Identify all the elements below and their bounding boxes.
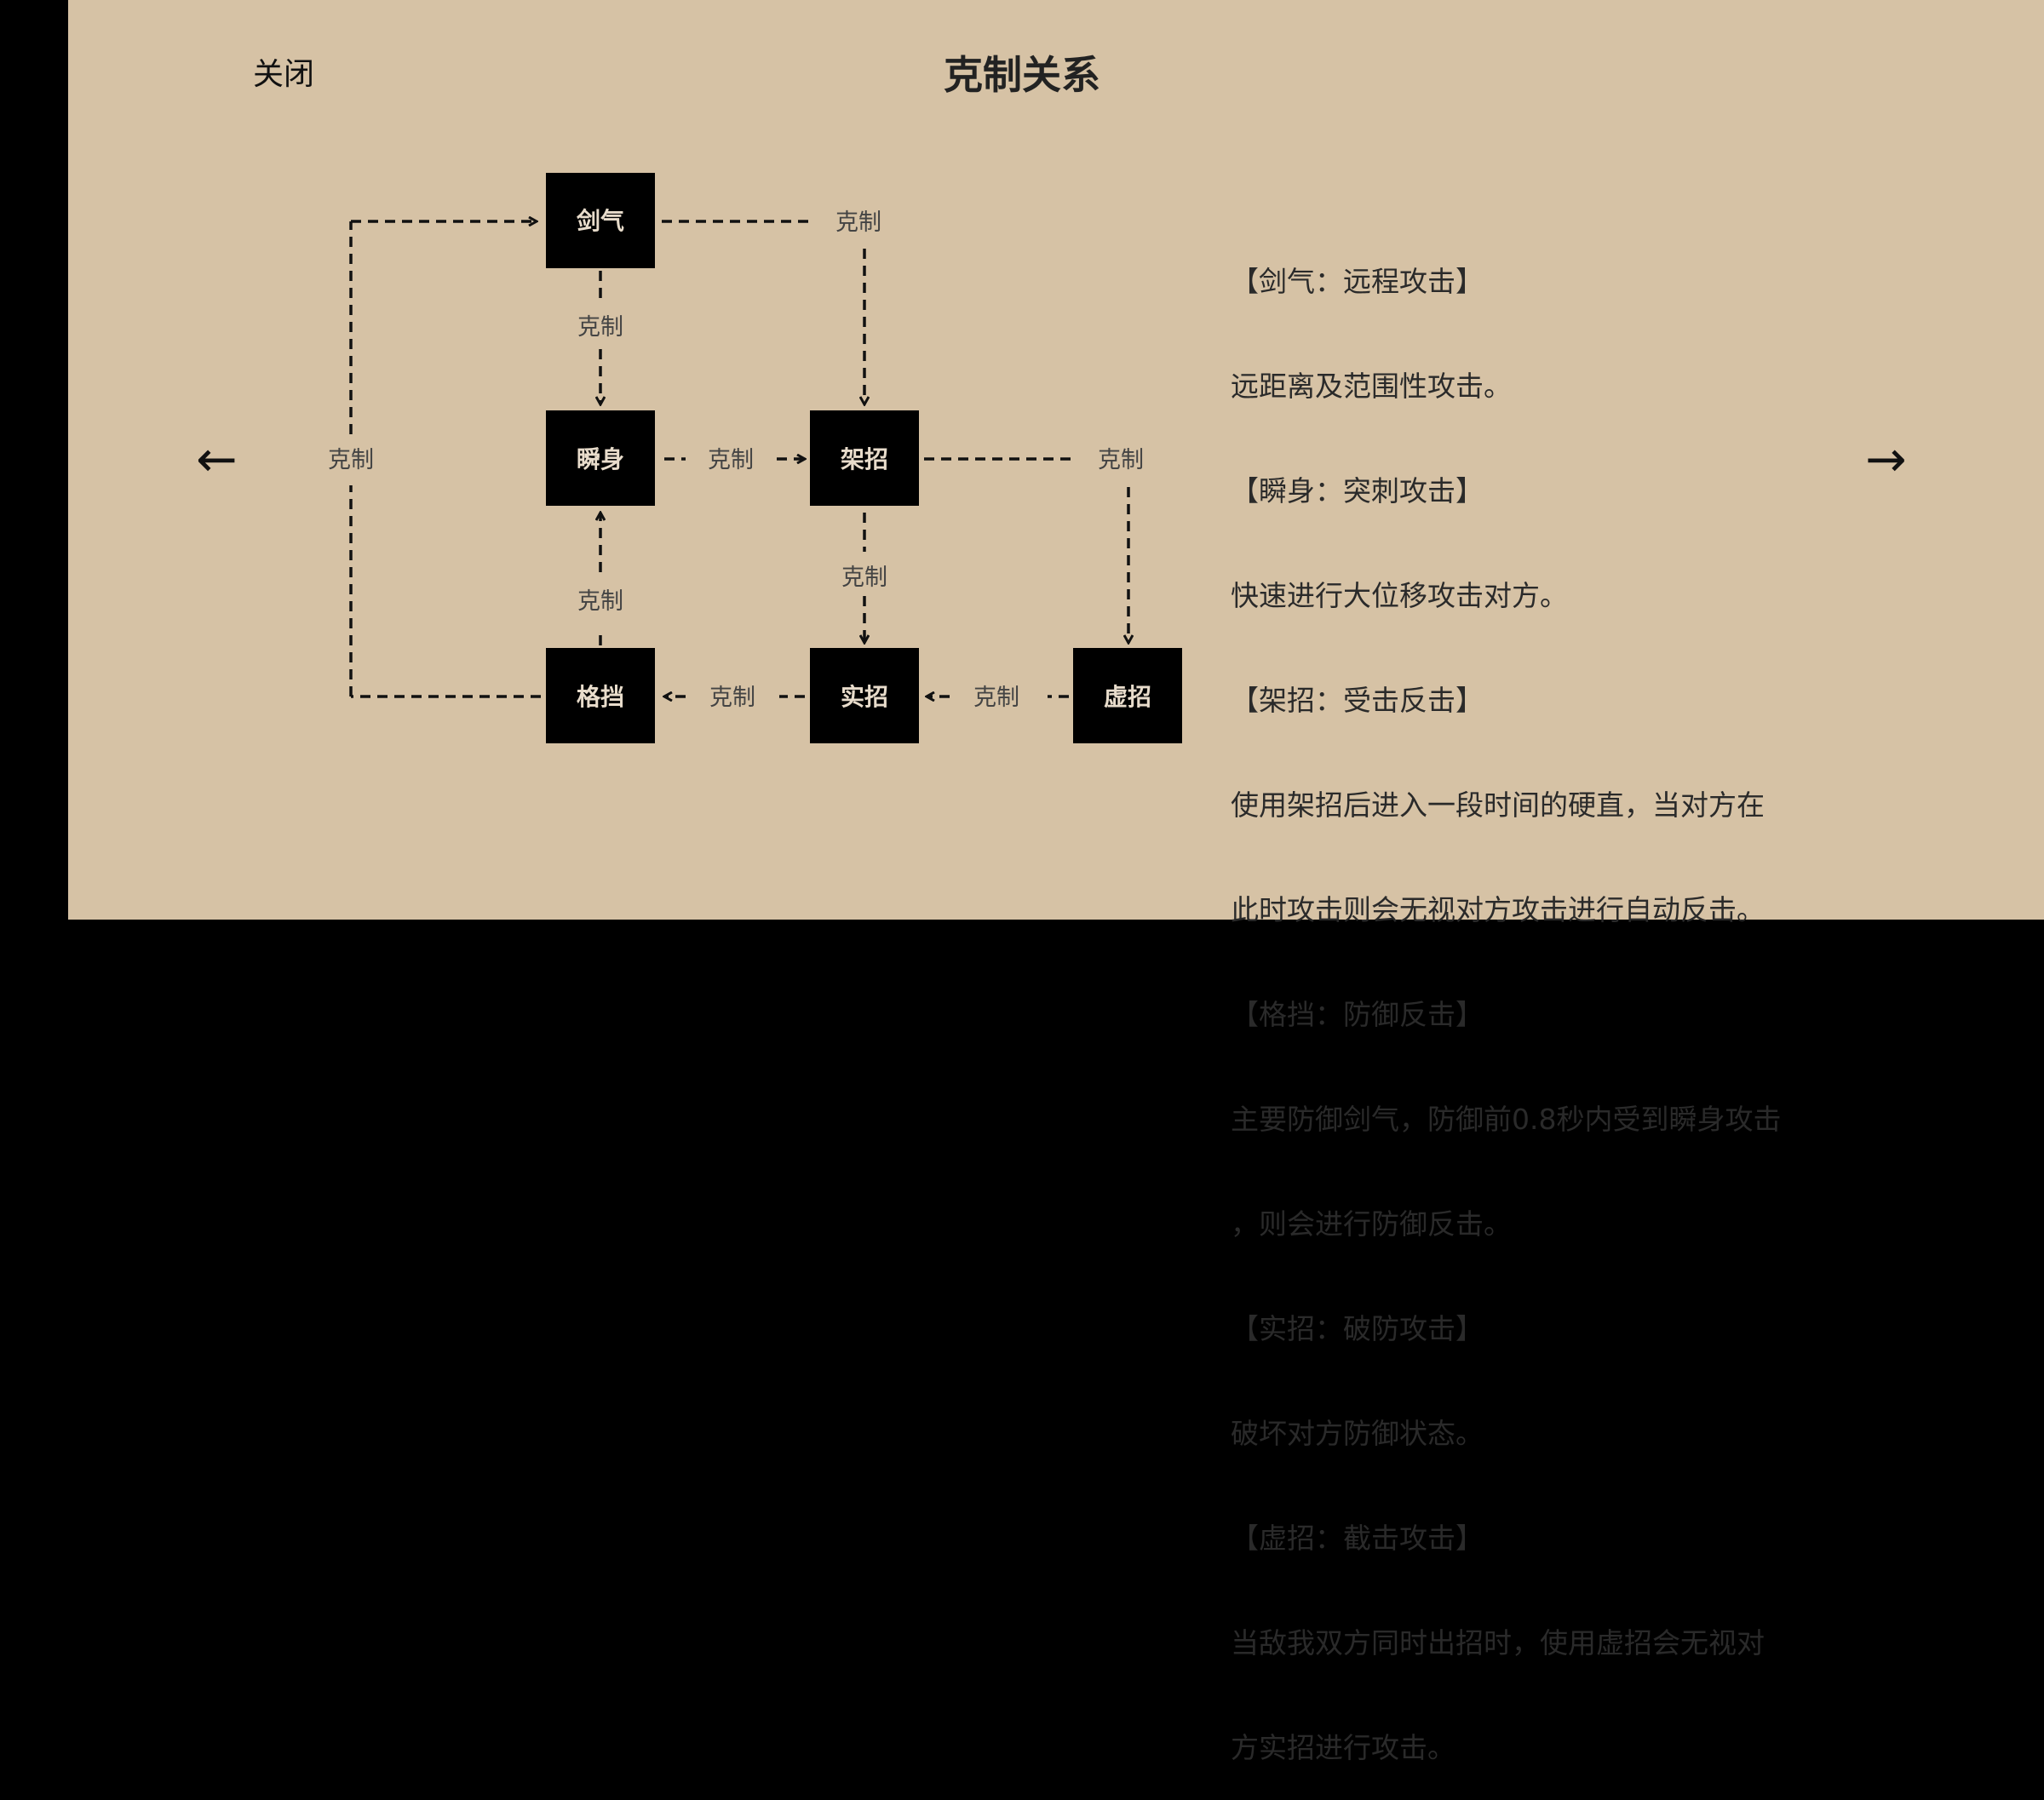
edge-label-gedang-jianqi: 克制	[328, 447, 374, 473]
svg-text:格挡: 格挡	[577, 683, 624, 711]
svg-text:架招: 架招	[841, 445, 888, 473]
edge-label-jianqi-shunshen: 克制	[577, 314, 623, 341]
prev-page-arrow-icon[interactable]: ←	[196, 430, 238, 488]
game-screen	[68, 0, 2044, 920]
desc-line: 主要防御剑气，防御前0.8秒内受到瞬身攻击	[1231, 1103, 1782, 1136]
desc-line: 【格挡：防御反击】	[1231, 998, 1484, 1031]
desc-line: 【架招：受击反击】	[1231, 684, 1484, 717]
edge-label-shizhao-gedang: 克制	[709, 685, 755, 711]
page-title: 克制关系	[944, 52, 1100, 98]
edge-label-shunshen-jiazhao: 克制	[708, 447, 754, 473]
edge-label-gedang-shunshen: 克制	[577, 588, 623, 615]
desc-line: 【瞬身：突刺攻击】	[1231, 474, 1484, 507]
edge-label-jianqi-jiazhao: 克制	[835, 209, 881, 236]
edge-label-jiazhao-xuzhao: 克制	[1098, 447, 1144, 473]
desc-line: 使用架招后进入一段时间的硬直，当对方在	[1231, 788, 1765, 822]
node-shunshen: 瞬身	[546, 410, 655, 506]
svg-text:实招: 实招	[841, 683, 888, 711]
node-jianqi: 剑气	[546, 173, 655, 268]
desc-line: 快速进行大位移攻击对方。	[1231, 579, 1568, 612]
desc-line: 此时攻击则会无视对方攻击进行自动反击。	[1231, 893, 1765, 926]
desc-line: ，则会进行防御反击。	[1231, 1207, 1512, 1241]
close-button[interactable]: 关闭	[253, 57, 315, 92]
desc-line: 【剑气：远程攻击】	[1231, 265, 1484, 298]
desc-line: 破坏对方防御状态。	[1231, 1417, 1484, 1450]
node-gedang: 格挡	[546, 648, 655, 743]
node-shizhao: 实招	[810, 648, 919, 743]
svg-text:虚招: 虚招	[1104, 683, 1151, 711]
node-jiazhao: 架招	[810, 410, 919, 506]
desc-line: 【实招：破防攻击】	[1231, 1312, 1484, 1345]
counter-relationship-diagram: 克制 克制 克制 克制 克制 克制 克制 克制 克制 剑气 瞬身 架招 格挡 实…	[328, 173, 1182, 743]
node-xuzhao: 虚招	[1073, 648, 1182, 743]
edge-label-xuzhao-shizhao: 克制	[973, 685, 1019, 711]
edge-label-jiazhao-shizhao: 克制	[841, 565, 887, 591]
svg-text:剑气: 剑气	[577, 207, 624, 235]
desc-line: 方实招进行攻击。	[1231, 1731, 1455, 1764]
desc-line: 【虚招：截击攻击】	[1231, 1522, 1484, 1555]
desc-line: 远距离及范围性攻击。	[1231, 370, 1512, 403]
skill-description-panel: 【剑气：远程攻击】 远距离及范围性攻击。 【瞬身：突刺攻击】 快速进行大位移攻击…	[1231, 194, 1844, 1800]
svg-text:瞬身: 瞬身	[577, 445, 624, 473]
desc-line: 当敌我双方同时出招时，使用虚招会无视对	[1231, 1626, 1765, 1660]
next-page-arrow-icon[interactable]: →	[1865, 430, 1907, 488]
